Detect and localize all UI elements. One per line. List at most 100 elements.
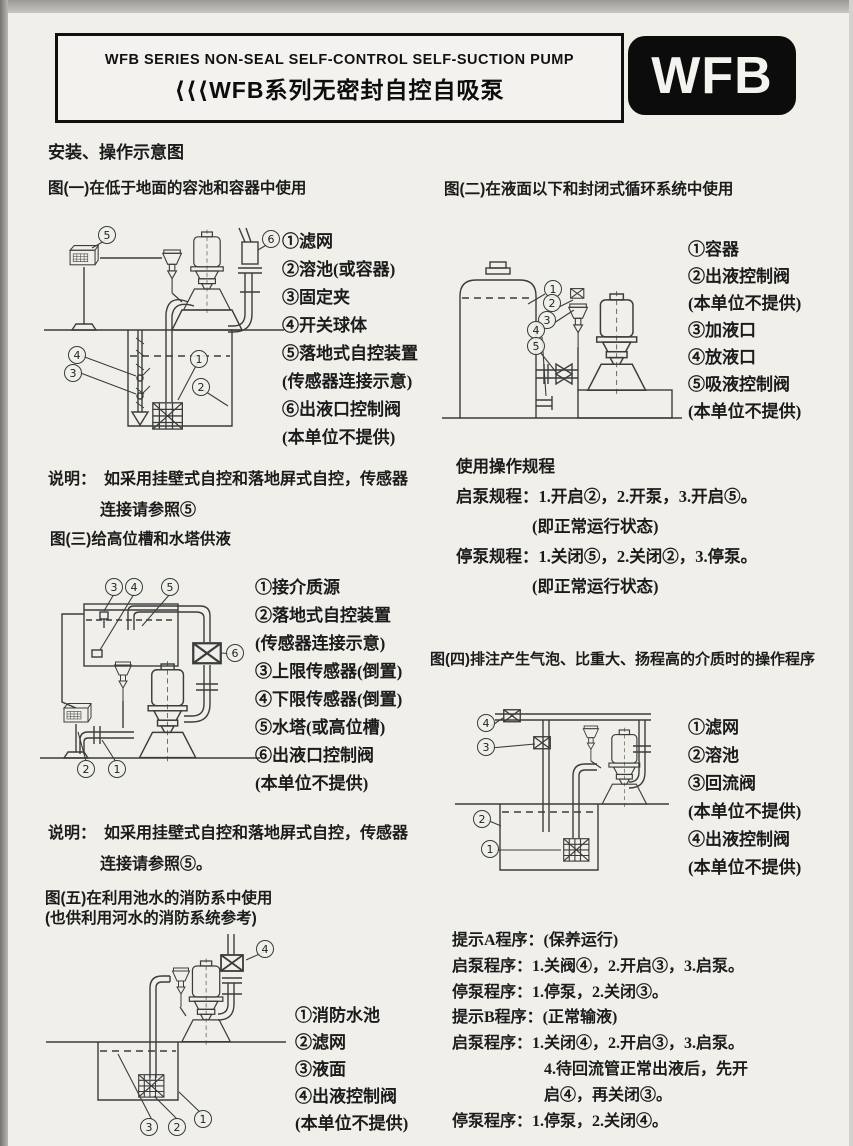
fig2-label: ④放液口: [688, 348, 756, 367]
scan-edge-right: [849, 0, 853, 1146]
tips-line: 提示A程序：(保养运行): [452, 932, 619, 949]
callout: 3: [64, 364, 82, 382]
fig2-title: 图(二)在液面以下和封闭式循环系统中使用: [444, 181, 734, 198]
wfb-logo: WFB: [628, 36, 796, 115]
callout: 1: [481, 840, 499, 858]
section-title: 安装、操作示意图: [48, 143, 184, 162]
fig1-title: 图(一)在低于地面的容池和容器中使用: [48, 180, 307, 197]
fig4-label: ②溶池: [688, 746, 739, 765]
header-title-english: WFB SERIES NON-SEAL SELF-CONTROL SELF-SU…: [104, 51, 575, 68]
fig2-label: ⑤吸液控制阀: [688, 375, 790, 394]
fig2-label: ①容器: [688, 240, 739, 259]
fig5-labels: ①消防水池 ②滤网 ③液面 ④出液控制阀 (本单位不提供): [295, 1002, 408, 1137]
fig1-diagram: 5 6 4 3 1 2: [42, 218, 287, 450]
fig2-label: ②出液控制阀: [688, 267, 790, 286]
fig5-title-line1: 图(五)在利用池水的消防系中使用: [45, 890, 273, 907]
fig5-diagram: 4 3 2 1: [42, 930, 292, 1144]
callout: 6: [226, 644, 244, 662]
note-label: 说明：: [48, 471, 97, 488]
fig4-label: ③回流阀: [688, 774, 756, 793]
fig3-label: ②落地式自控装置: [255, 606, 391, 625]
procedure-line: (即正常运行状态): [532, 517, 659, 536]
fig3-label: ⑥出液口控制阀: [255, 746, 374, 765]
fig2-diagram: 1 2 3 4 5: [440, 222, 685, 434]
fig1-label: ④开关球体: [282, 316, 367, 335]
operation-procedure: 使用操作规程 启泵规程：1.开启②，2.开泵，3.开启⑤。 (即正常运行状态) …: [456, 452, 757, 602]
callout: 1: [194, 1110, 212, 1128]
procedure-title: 使用操作规程: [456, 457, 555, 476]
callout: 4: [256, 940, 274, 958]
note-text-2: 连接请参照⑤: [100, 502, 197, 519]
wfb-logo-text: WFB: [651, 46, 773, 105]
fig5-label: ③液面: [295, 1060, 346, 1079]
fig3-title: 图(三)给高位槽和水塔供液: [50, 531, 231, 548]
note-text-2: 连接请参照⑤。: [100, 856, 213, 873]
callout: 3: [140, 1118, 158, 1136]
fig5-title-line2: (也供利用河水的消防系统参考): [45, 910, 257, 927]
note-text: 如采用挂壁式自控和落地屏式自控，传感器: [104, 825, 409, 842]
scan-edge-top: [0, 0, 853, 13]
tips-block: 提示A程序：(保养运行) 启泵程序：1.关阀④，2.开启③，3.启泵。 停泵程序…: [452, 928, 748, 1134]
fig1-label: ②溶池(或容器): [282, 260, 396, 279]
fig2-label: (本单位不提供): [688, 294, 802, 313]
callout: 2: [77, 760, 95, 778]
fig5-label: ①消防水池: [295, 1006, 380, 1025]
fig4-label: ①滤网: [688, 718, 739, 737]
tips-line: 停泵程序：1.停泵，2.关闭③。: [452, 983, 669, 1001]
callout: 4: [477, 714, 495, 732]
fig1-label: (传感器连接示意): [282, 372, 413, 391]
fig4-title: 图(四)排注产生气泡、比重大、扬程高的介质时的操作程序: [430, 651, 815, 668]
tips-line: 停泵程序：1.停泵，2.关闭④。: [452, 1112, 669, 1130]
fig1-note: 说明： 如采用挂壁式自控和落地屏式自控，传感器 连接请参照⑤: [48, 464, 408, 526]
fig3-label: ④下限传感器(倒置): [255, 690, 403, 709]
fig1-label: ③固定夹: [282, 288, 350, 307]
procedure-line: 停泵规程：1.关闭⑤，2.关闭②，3.停泵。: [456, 547, 758, 566]
callout: 6: [262, 230, 280, 248]
callout: 5: [527, 337, 545, 355]
callout: 5: [161, 578, 179, 596]
header-title-chinese: ⟨⟨⟨WFB系列无密封自控自吸泵: [174, 76, 505, 103]
fig4-drawing: [455, 709, 669, 871]
fig2-drawing: [442, 261, 682, 419]
fig3-label: (本单位不提供): [255, 774, 369, 793]
fig3-diagram: 3 4 5 6 2 1: [38, 566, 263, 788]
fig3-label: ③上限传感器(倒置): [255, 662, 403, 681]
scan-edge-left: [0, 0, 8, 1146]
fig1-label: ⑤落地式自控装置: [282, 344, 418, 363]
note-label: 说明：: [48, 825, 97, 842]
fig1-drawing: [44, 227, 284, 430]
tips-line: 提示B程序：(正常输液): [452, 1009, 618, 1027]
callout: 1: [190, 350, 208, 368]
fig2-label: ③加液口: [688, 321, 756, 340]
fig4-diagram: 4 3 2 1: [455, 692, 675, 882]
callout: 2: [473, 810, 491, 828]
fig1-labels: ①滤网 ②溶池(或容器) ③固定夹 ④开关球体 ⑤落地式自控装置 (传感器连接示…: [282, 228, 418, 452]
callout: 2: [543, 294, 561, 312]
callout: 3: [105, 578, 123, 596]
procedure-line: (即正常运行状态): [532, 577, 659, 596]
fig5-label: (本单位不提供): [295, 1114, 409, 1133]
fig3-label: (传感器连接示意): [255, 634, 386, 653]
fig2-label: (本单位不提供): [688, 402, 802, 421]
fig3-labels: ①接介质源 ②落地式自控装置 (传感器连接示意) ③上限传感器(倒置) ④下限传…: [255, 574, 402, 798]
fig3-note: 说明： 如采用挂壁式自控和落地屏式自控，传感器 连接请参照⑤。: [48, 818, 408, 880]
fig3-label: ⑤水塔(或高位槽): [255, 718, 386, 737]
tips-line: 启泵程序：1.关闭④，2.开启③，3.启泵。: [452, 1035, 745, 1053]
fig1-label: ⑥出液口控制阀: [282, 400, 401, 419]
fig5-label: ②滤网: [295, 1033, 346, 1052]
tips-line: 启④，再关闭③。: [544, 1086, 673, 1104]
fig5-label: ④出液控制阀: [295, 1087, 397, 1106]
callout: 3: [477, 738, 495, 756]
fig4-label: (本单位不提供): [688, 802, 802, 821]
callout: 2: [192, 378, 210, 396]
fig1-label: ①滤网: [282, 232, 333, 251]
callout: 4: [125, 578, 143, 596]
fig3-label: ①接介质源: [255, 578, 340, 597]
tips-line: 启泵程序：1.关阀④，2.开启③，3.启泵。: [452, 957, 745, 975]
callout: 2: [168, 1118, 186, 1136]
note-text: 如采用挂壁式自控和落地屏式自控，传感器: [104, 471, 409, 488]
fig2-labels: ①容器 ②出液控制阀 (本单位不提供) ③加液口 ④放液口 ⑤吸液控制阀 (本单…: [688, 236, 801, 425]
callout: 5: [98, 226, 116, 244]
fig4-label: ④出液控制阀: [688, 830, 790, 849]
fig3-drawing: [40, 593, 260, 763]
